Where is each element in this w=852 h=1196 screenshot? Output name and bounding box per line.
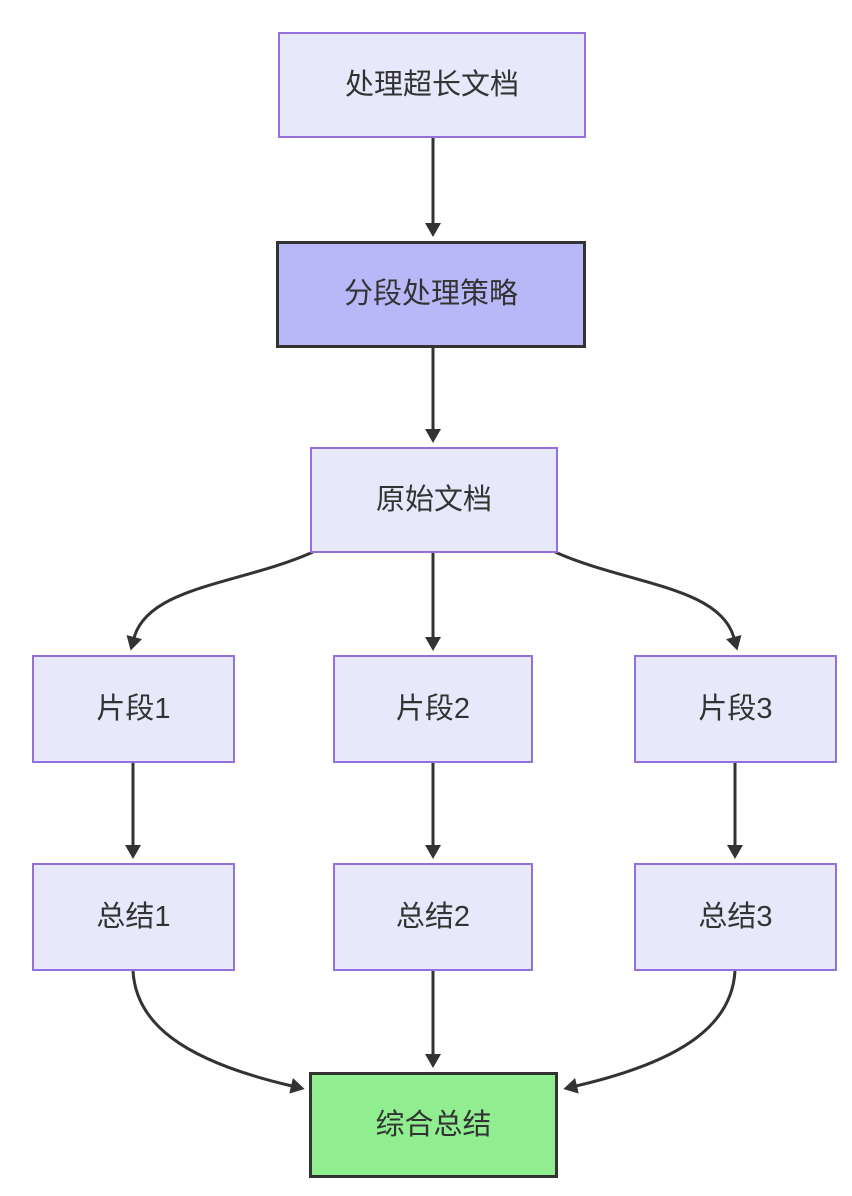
- edge-summary-3-to-combined: [563, 970, 737, 1094]
- node-original-document: 原始文档: [310, 447, 558, 553]
- node-summary-2: 总结2: [333, 863, 533, 971]
- node-segmentation-strategy: 分段处理策略: [276, 241, 586, 348]
- node-summary-1: 总结1: [32, 863, 235, 971]
- node-label: 原始文档: [375, 483, 492, 516]
- node-fragment-3: 片段3: [634, 655, 837, 763]
- node-handle-long-document: 处理超长文档: [278, 32, 586, 138]
- node-label: 分段处理策略: [343, 278, 518, 311]
- edge-original-doc-to-fragment-3: [554, 550, 742, 651]
- node-label: 片段3: [698, 692, 773, 725]
- node-summary-3: 总结3: [634, 863, 837, 971]
- node-label: 总结2: [395, 900, 471, 933]
- node-fragment-1: 片段1: [32, 655, 235, 763]
- node-label: 片段2: [395, 692, 471, 725]
- node-label: 处理超长文档: [344, 68, 519, 101]
- node-label: 综合总结: [375, 1108, 492, 1141]
- node-label: 片段1: [96, 692, 171, 725]
- node-combined-summary: 综合总结: [309, 1072, 558, 1178]
- edge-original-doc-to-fragment-1: [126, 550, 314, 651]
- edge-summary-1-to-combined: [131, 970, 305, 1094]
- node-label: 总结1: [96, 900, 171, 933]
- node-fragment-2: 片段2: [333, 655, 533, 763]
- node-label: 总结3: [698, 900, 773, 933]
